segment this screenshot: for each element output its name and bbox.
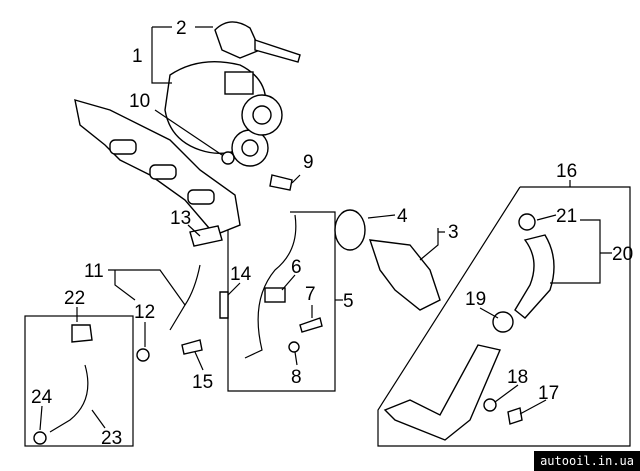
clamp-21-part — [518, 213, 536, 231]
intercooler-pipe-part — [383, 344, 501, 441]
callout-2: 2 — [176, 18, 187, 39]
plug-18-part — [483, 398, 497, 412]
site-label: autooil.in.ua — [534, 451, 640, 471]
callout-12: 12 — [134, 302, 155, 323]
group-box-16 — [377, 186, 631, 447]
callout-5: 5 — [343, 291, 354, 312]
callout-13: 13 — [170, 208, 191, 229]
sensor-9-part — [269, 174, 293, 191]
oil-line-5-part — [244, 214, 297, 359]
clamp-19-part — [492, 311, 514, 333]
washer-12-part — [136, 348, 150, 362]
group-box-5 — [227, 211, 336, 392]
bolt-14-part — [219, 291, 229, 319]
callout-8: 8 — [291, 367, 302, 388]
callout-23: 23 — [101, 428, 122, 449]
oil-line-11-part — [169, 264, 201, 331]
callout-1: 1 — [132, 46, 143, 67]
callout-22: 22 — [64, 288, 85, 309]
callout-11: 11 — [84, 261, 104, 282]
turbocharger-part — [164, 60, 283, 167]
callout-18: 18 — [507, 367, 528, 388]
callout-16: 16 — [556, 161, 577, 182]
callout-24: 24 — [31, 387, 53, 408]
gasket-13-part — [189, 225, 223, 247]
bolt-7-part — [299, 317, 323, 333]
leader-lines — [39, 26, 612, 431]
callout-4: 4 — [397, 206, 408, 227]
callout-19: 19 — [465, 289, 486, 310]
hose-23-part — [49, 364, 89, 433]
group-box-22 — [24, 315, 134, 447]
callout-7: 7 — [305, 284, 316, 305]
callout-6: 6 — [291, 257, 302, 278]
exhaust-manifold-part — [74, 99, 241, 236]
gasket-4-part — [334, 209, 366, 251]
actuator-part — [214, 21, 301, 63]
callout-10: 10 — [129, 91, 150, 112]
callout-15: 15 — [192, 372, 213, 393]
callout-3: 3 — [448, 222, 459, 243]
bolt-15-part — [181, 339, 203, 355]
callout-21: 21 — [556, 206, 577, 227]
callout-14: 14 — [230, 264, 252, 285]
hose-20-part — [514, 234, 555, 319]
callout-20: 20 — [612, 244, 633, 265]
bolt-17-part — [507, 407, 523, 425]
hose-3-part — [368, 239, 441, 311]
callout-9: 9 — [303, 152, 314, 173]
gasket-10-part — [221, 151, 235, 165]
bracket-part — [71, 324, 93, 343]
callout-17: 17 — [538, 383, 559, 404]
clamp-24-part — [33, 431, 47, 445]
washer-8-part — [288, 341, 300, 353]
clamp-6-part — [264, 287, 286, 303]
